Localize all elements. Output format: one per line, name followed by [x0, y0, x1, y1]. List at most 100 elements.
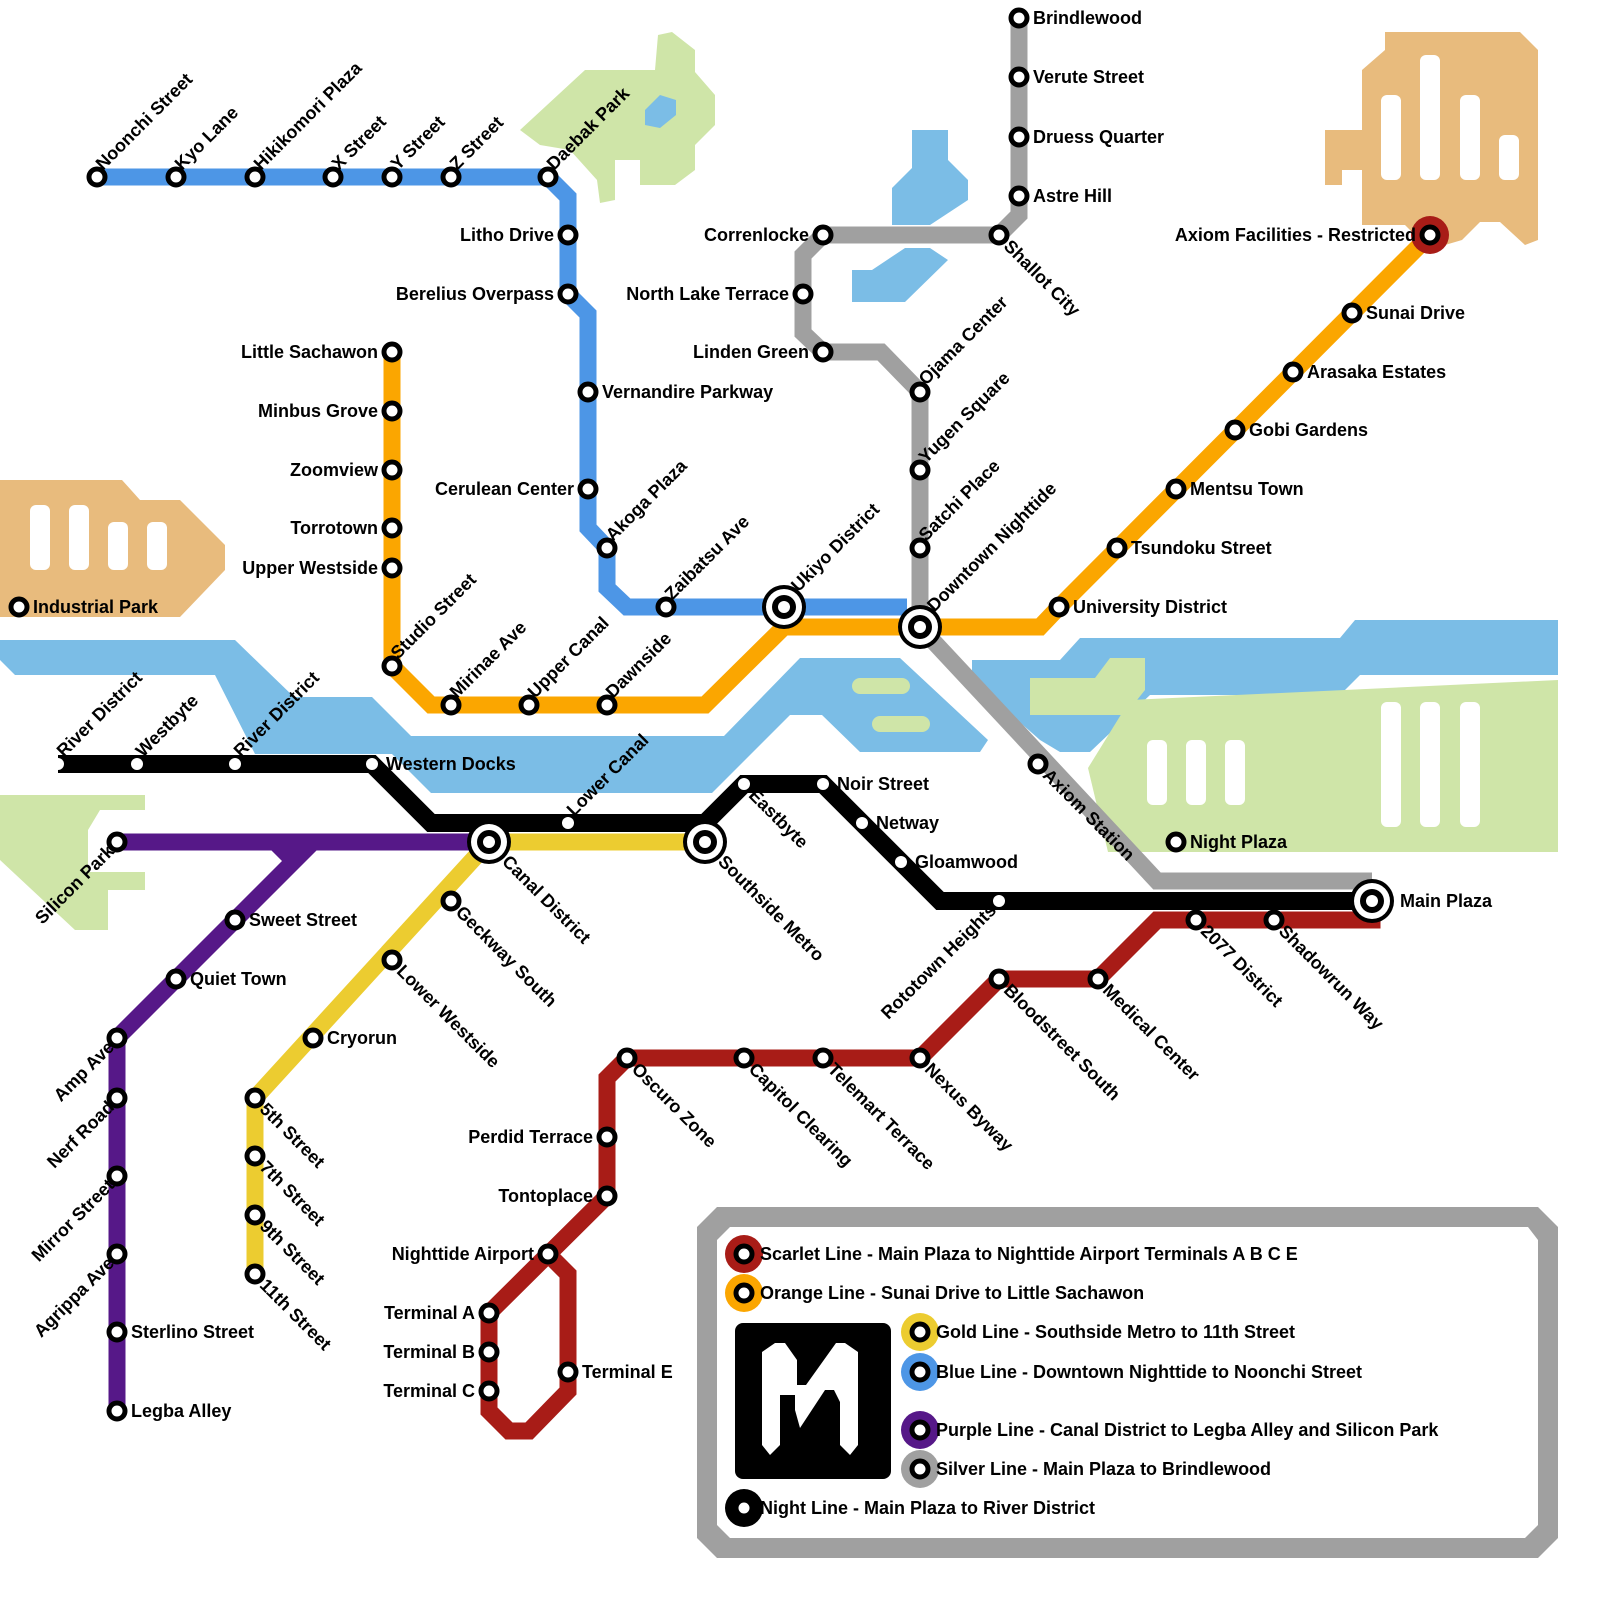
- station-marker[interactable]: [1008, 126, 1030, 148]
- station-marker[interactable]: [596, 537, 618, 559]
- station-marker[interactable]: [988, 968, 1010, 990]
- station-gloamwood[interactable]: Gloamwood: [895, 852, 1018, 872]
- station-vernandire-parkway[interactable]: Vernandire Parkway: [577, 381, 773, 403]
- station-marker[interactable]: [244, 166, 266, 188]
- station-marker[interactable]: [993, 895, 1005, 907]
- station-university-district[interactable]: University District: [1048, 596, 1227, 618]
- station-akoga-plaza[interactable]: Akoga Plaza: [596, 455, 692, 559]
- station-axiom-facilities-restricted[interactable]: Axiom Facilities - Restricted: [1175, 216, 1449, 254]
- station-marker[interactable]: [1263, 909, 1285, 931]
- station-legba-alley[interactable]: Legba Alley: [106, 1400, 231, 1422]
- station-marker[interactable]: [106, 1243, 128, 1265]
- station-marker[interactable]: [165, 166, 187, 188]
- station-marker[interactable]: [229, 758, 241, 770]
- station-astre-hill[interactable]: Astre Hill: [1008, 185, 1112, 207]
- station-quiet-town[interactable]: Quiet Town: [165, 968, 287, 990]
- station-marker[interactable]: [224, 909, 246, 931]
- station-marker[interactable]: [895, 856, 907, 868]
- station-torrotown[interactable]: Torrotown: [290, 517, 403, 539]
- station-upper-westside[interactable]: Upper Westside: [242, 557, 403, 579]
- station-nighttide-airport[interactable]: Nighttide Airport: [392, 1243, 559, 1265]
- station-marker[interactable]: [537, 166, 559, 188]
- station-marker[interactable]: [909, 459, 931, 481]
- station-minbus-grove[interactable]: Minbus Grove: [258, 400, 403, 422]
- station-marker[interactable]: [106, 1321, 128, 1343]
- station-marker[interactable]: [1224, 419, 1246, 441]
- station-marker[interactable]: [655, 596, 677, 618]
- station-marker[interactable]: [1185, 909, 1207, 931]
- station-marker[interactable]: [1165, 831, 1187, 853]
- station-marker[interactable]: [244, 1145, 266, 1167]
- station-north-lake-terrace[interactable]: North Lake Terrace: [626, 283, 814, 305]
- station-litho-drive[interactable]: Litho Drive: [460, 224, 579, 246]
- station-marker[interactable]: [244, 1263, 266, 1285]
- station-netway[interactable]: Netway: [856, 813, 939, 833]
- station-marker[interactable]: [909, 1047, 931, 1069]
- station-marker[interactable]: [106, 1087, 128, 1109]
- station-marker[interactable]: [106, 831, 128, 853]
- station-marker[interactable]: [381, 949, 403, 971]
- station-marker[interactable]: [381, 400, 403, 422]
- station-marker[interactable]: [562, 817, 574, 829]
- station-river-district[interactable]: River District: [52, 667, 146, 770]
- station-marker[interactable]: [596, 694, 618, 716]
- station-tsundoku-street[interactable]: Tsundoku Street: [1106, 537, 1272, 559]
- station-tontoplace[interactable]: Tontoplace: [498, 1185, 618, 1207]
- station-marker[interactable]: [1282, 361, 1304, 383]
- station-marker[interactable]: [381, 517, 403, 539]
- station-marker[interactable]: [817, 778, 829, 790]
- station-marker[interactable]: [381, 341, 403, 363]
- station-marker[interactable]: [537, 1243, 559, 1265]
- station-marker[interactable]: [557, 1361, 579, 1383]
- station-marker[interactable]: [381, 557, 403, 579]
- station-marker[interactable]: [988, 224, 1010, 246]
- station-marker[interactable]: [1419, 224, 1441, 246]
- station-marker[interactable]: [1027, 753, 1049, 775]
- station-marker[interactable]: [440, 694, 462, 716]
- station-verute-street[interactable]: Verute Street: [1008, 66, 1144, 88]
- station-marker[interactable]: [856, 817, 868, 829]
- station-noir-street[interactable]: Noir Street: [817, 774, 929, 794]
- station-perdid-terrace[interactable]: Perdid Terrace: [468, 1126, 618, 1148]
- station-sweet-street[interactable]: Sweet Street: [224, 909, 357, 931]
- station-geckway-south[interactable]: Geckway South: [440, 890, 561, 1011]
- station-marker[interactable]: [792, 283, 814, 305]
- station-zoomview[interactable]: Zoomview: [290, 459, 403, 481]
- station-marker[interactable]: [106, 1027, 128, 1049]
- station-brindlewood[interactable]: Brindlewood: [1008, 7, 1142, 29]
- station-industrial-park[interactable]: Industrial Park: [8, 596, 159, 618]
- station-marker[interactable]: [165, 968, 187, 990]
- station-marker[interactable]: [616, 1047, 638, 1069]
- station-marker[interactable]: [557, 283, 579, 305]
- station-marker[interactable]: [909, 537, 931, 559]
- station-marker[interactable]: [440, 890, 462, 912]
- station-marker[interactable]: [1165, 478, 1187, 500]
- station-terminal-b[interactable]: Terminal B: [383, 1341, 500, 1363]
- station-marker[interactable]: [131, 758, 143, 770]
- station-cerulean-center[interactable]: Cerulean Center: [435, 478, 599, 500]
- station-marker[interactable]: [596, 1185, 618, 1207]
- station-terminal-a[interactable]: Terminal A: [384, 1302, 500, 1324]
- interchange-main-plaza[interactable]: Main Plaza: [1350, 879, 1493, 923]
- station-marker[interactable]: [518, 694, 540, 716]
- station-marker[interactable]: [86, 166, 108, 188]
- station-marker[interactable]: [557, 224, 579, 246]
- station-marker[interactable]: [381, 166, 403, 188]
- station-marker[interactable]: [478, 1341, 500, 1363]
- station-marker[interactable]: [596, 1126, 618, 1148]
- station-correnlocke[interactable]: Correnlocke: [704, 224, 834, 246]
- station-lower-westside[interactable]: Lower Westside: [381, 949, 504, 1072]
- station-marker[interactable]: [1008, 7, 1030, 29]
- station-marker[interactable]: [577, 381, 599, 403]
- station-terminal-e[interactable]: Terminal E: [557, 1361, 673, 1383]
- station-shadowrun-way[interactable]: Shadowrun Way: [1263, 909, 1388, 1034]
- station-marker[interactable]: [1087, 968, 1109, 990]
- station-marker[interactable]: [244, 1204, 266, 1226]
- station-mentsu-town[interactable]: Mentsu Town: [1165, 478, 1304, 500]
- station-marker[interactable]: [8, 596, 30, 618]
- station-terminal-c[interactable]: Terminal C: [383, 1380, 500, 1402]
- station-marker[interactable]: [1106, 537, 1128, 559]
- station-marker[interactable]: [302, 1027, 324, 1049]
- station-arasaka-estates[interactable]: Arasaka Estates: [1282, 361, 1446, 383]
- station-marker[interactable]: [440, 166, 462, 188]
